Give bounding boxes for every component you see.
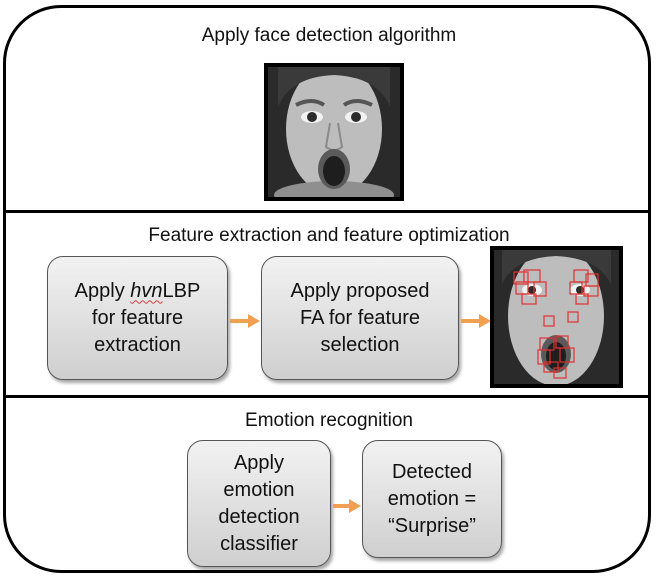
detected-emotion-box: Detected emotion = “Surprise”	[362, 440, 502, 558]
box-rest: for feature extraction	[91, 306, 184, 356]
box-text: Apply emotion detection classifier	[218, 451, 300, 555]
box-prefix: Apply	[74, 279, 131, 302]
arrow-right-icon	[230, 314, 260, 328]
box-suffix: LBP	[162, 279, 201, 302]
arrow-right-icon	[333, 499, 361, 513]
face-features-photo	[490, 246, 623, 388]
outer-frame	[3, 5, 651, 573]
stage-divider-1	[3, 210, 651, 213]
stage-divider-2	[3, 395, 651, 398]
hvn-term: hvn	[130, 279, 163, 302]
box-text: Apply proposed FA for feature selection	[290, 279, 430, 356]
classifier-box: Apply emotion detection classifier	[187, 440, 331, 567]
feature-selection-box: Apply proposed FA for feature selection	[261, 256, 459, 380]
stage2-title: Feature extraction and feature optimizat…	[148, 225, 510, 246]
stage3-title: Emotion recognition	[245, 410, 413, 431]
stage1-title: Apply face detection algorithm	[201, 25, 457, 46]
face-photo	[264, 63, 404, 201]
feature-extraction-box: Apply hvnLBP for feature extraction	[47, 256, 228, 380]
box-text: Detected emotion = “Surprise”	[387, 460, 477, 537]
arrow-right-icon	[461, 314, 491, 328]
